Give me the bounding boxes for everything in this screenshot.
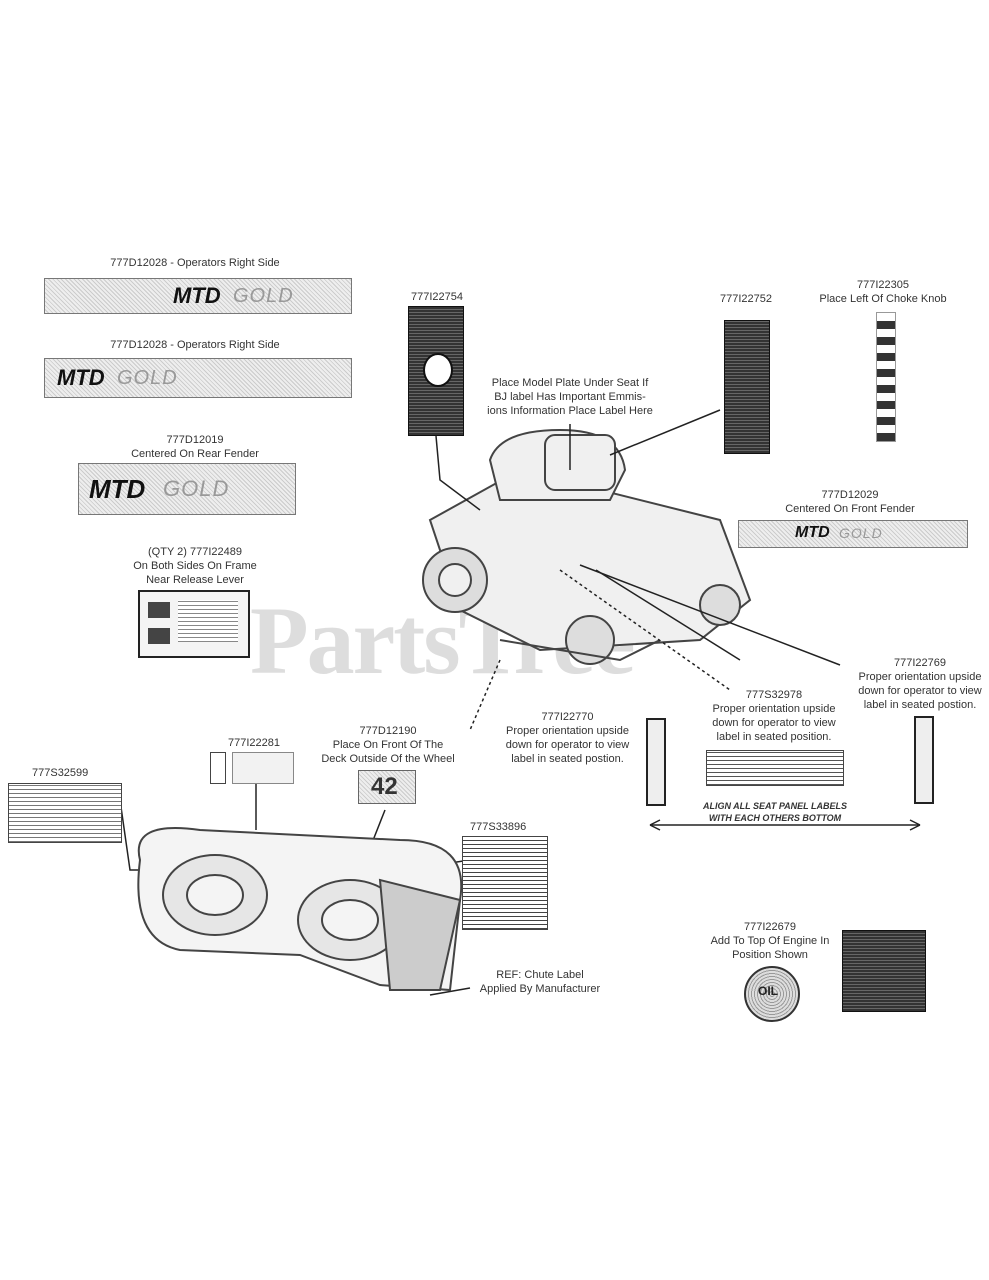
label-chute: REF: Chute Label Applied By Manufacturer [470,968,610,996]
deck-size-text: 42 [371,773,398,800]
part-number: 777I22769 [894,657,946,669]
label-777d12190: 777D12190 Place On Front Of The Deck Out… [308,724,468,766]
part-number: 777D12019 [166,434,224,446]
placement-note: Near Release Lever [146,574,244,586]
label-777s32978: 777S32978 Proper orientation upside down… [700,688,848,744]
oil-decal: OIL [744,966,800,1022]
decal-777s32599 [8,783,122,843]
label-777i22679: 777I22679 Add To Top Of Engine In Positi… [700,920,840,962]
label-777i22281: 777I22281 [228,737,280,749]
part-number: 777I22770 [541,711,594,723]
decal-777i22489 [138,590,250,658]
gold-text: GOLD [233,285,294,307]
oil-text: OIL [758,984,778,998]
note-line: Place Model Plate Under Seat If [491,377,649,389]
gold-text: GOLD [163,476,230,501]
gold-text: GOLD [839,525,883,541]
label-777d12028-b: 777D12028 - Operators Right Side [110,339,280,351]
quantity-part: (QTY 2) 777I22489 [148,546,242,558]
placement-note: Add To Top Of Engine In [710,935,830,947]
label-777d12019: 777D12019 Centered On Rear Fender [80,433,310,461]
placement-note: Place On Front Of The [332,739,444,751]
decal-777i22770 [646,718,666,806]
label-777i22754: 777I22754 [411,291,463,303]
decal-777i22305 [876,312,896,442]
decal-777s32978 [706,750,844,786]
part-number: 777I22305 [857,279,909,291]
brand-text: MTD [57,365,105,390]
align-note: ALIGN ALL SEAT PANEL LABELS WITH EACH OT… [690,800,860,824]
decal-777d12190: 42 [358,770,416,804]
note-line: down for operator to view [858,685,982,697]
brand-text: MTD [89,474,146,504]
part-number: 777D12029 [821,489,879,501]
label-777i22752: 777I22752 [720,293,772,305]
gold-text: GOLD [117,367,178,389]
note-line: label in seated postion. [863,699,977,711]
placement-note: Position Shown [732,949,808,961]
note-line: WITH EACH OTHERS BOTTOM [708,813,842,823]
decal-777d12029: MTD GOLD [738,520,968,548]
note-line: Applied By Manufacturer [479,983,601,995]
decal-777s33896 [462,836,548,930]
note-line: REF: Chute Label [496,969,584,981]
decal-777i22752 [724,320,770,454]
label-777i22769: 777I22769 Proper orientation upside down… [848,656,989,712]
note-line: Proper orientation upside [712,703,836,715]
decal-777d12019: MTD GOLD [78,463,296,515]
label-777s32599: 777S32599 [32,767,89,779]
decal-777i22281-pictogram [232,752,294,784]
note-line: down for operator to view [505,739,630,751]
part-number: 777I22679 [744,921,796,933]
decal-777d12028-b: MTD GOLD [44,358,352,398]
part-number: 777D12190 [359,725,417,737]
note-line: down for operator to view [712,717,836,729]
label-777i22489: (QTY 2) 777I22489 On Both Sides On Frame… [90,545,300,587]
decal-engine-warnings [842,930,926,1012]
part-number: 777S32978 [745,689,803,701]
brand-text: MTD [173,283,221,308]
note-line: ions Information Place Label Here [487,405,653,417]
label-777i22770: 777I22770 Proper orientation upside down… [495,710,640,766]
decal-777i22769 [914,716,934,804]
decal-777d12028-a: MTD GOLD [44,278,352,314]
placement-note: Centered On Rear Fender [131,448,259,460]
decal-777i22281 [210,752,226,784]
note-line: Proper orientation upside [506,725,629,737]
placement-note: Centered On Front Fender [785,503,915,515]
placement-note: On Both Sides On Frame [133,560,257,572]
label-777i22305: 777I22305 Place Left Of Choke Knob [808,278,958,306]
note-line: label in seated position. [716,731,832,743]
label-777d12029: 777D12029 Centered On Front Fender [770,488,930,516]
label-777s33896: 777S33896 [470,821,527,833]
note-line: BJ label Has Important Emmis- [494,391,646,403]
label-777d12028-a: 777D12028 - Operators Right Side [110,257,280,269]
brand-text: MTD [795,524,830,541]
placement-note: Place Left Of Choke Knob [819,293,947,305]
placement-note: Deck Outside Of the Wheel [321,753,455,765]
note-line: ALIGN ALL SEAT PANEL LABELS [702,801,847,811]
note-line: Proper orientation upside [858,671,982,683]
decal-777i22754 [408,306,464,436]
note-line: label in seated postion. [511,753,624,765]
label-seat-plate: Place Model Plate Under Seat If BJ label… [470,376,670,418]
